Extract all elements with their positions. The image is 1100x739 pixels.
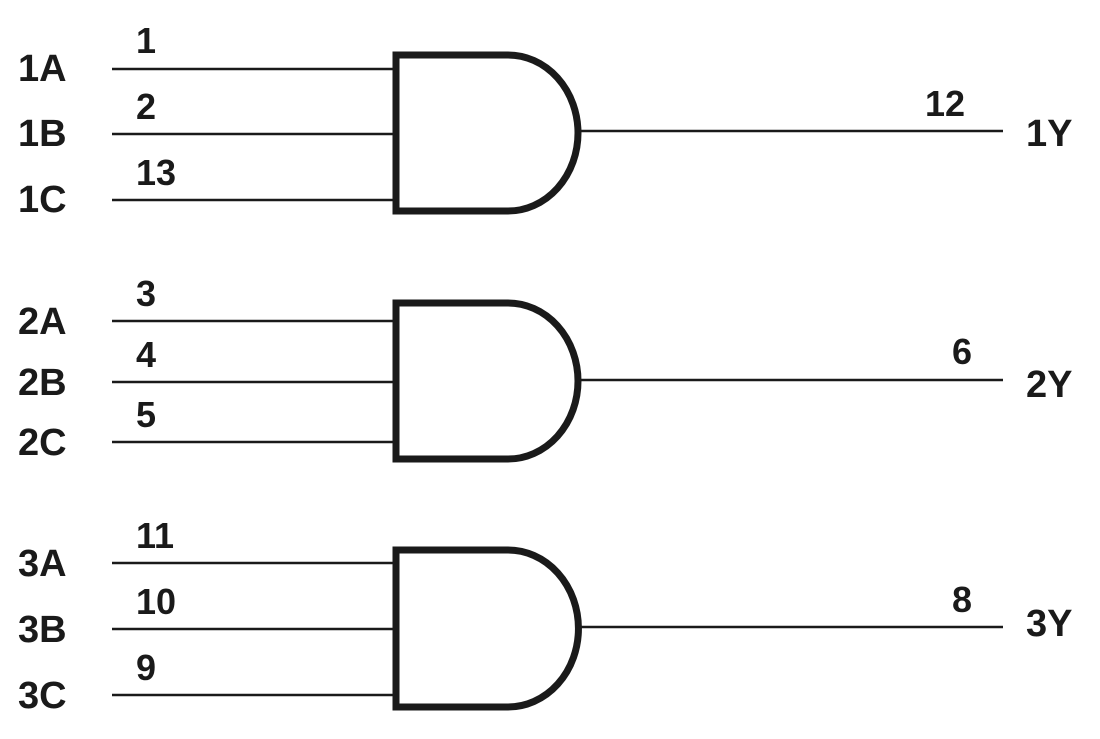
signal-label-1c: 1C: [18, 179, 67, 221]
and-gate-symbol: [392, 51, 582, 215]
pin-number-2y: 6: [952, 331, 972, 372]
pin-number-1c: 13: [136, 152, 176, 193]
pin-number-1a: 1: [136, 20, 156, 61]
pin-number-3c: 9: [136, 647, 156, 688]
signal-label-2a: 2A: [18, 301, 67, 343]
signal-label-2c: 2C: [18, 422, 67, 464]
and-gate-1: 1A 1B 1C 1 2 13 12 1Y: [18, 20, 1072, 221]
pin-number-2b: 4: [136, 334, 156, 375]
signal-label-3y: 3Y: [1026, 603, 1072, 645]
signal-label-1y: 1Y: [1026, 113, 1072, 155]
pin-number-2a: 3: [136, 273, 156, 314]
signal-label-2y: 2Y: [1026, 364, 1072, 406]
signal-label-1b: 1B: [18, 113, 67, 155]
and-gate-2: 2A 2B 2C 3 4 5 6 2Y: [18, 273, 1072, 464]
pin-number-2c: 5: [136, 394, 156, 435]
pin-number-1b: 2: [136, 86, 156, 127]
signal-label-3c: 3C: [18, 675, 67, 717]
and-gate-3: 3A 3B 3C 11 10 9 8 3Y: [18, 515, 1072, 717]
pin-number-1y: 12: [925, 83, 965, 124]
signal-label-3a: 3A: [18, 543, 67, 585]
pin-number-3b: 10: [136, 581, 176, 622]
signal-label-3b: 3B: [18, 609, 67, 651]
pin-number-3a: 11: [136, 515, 174, 556]
signal-label-1a: 1A: [18, 48, 67, 90]
pin-number-3y: 8: [952, 579, 972, 620]
signal-label-2b: 2B: [18, 362, 67, 404]
and-gate-symbol: [392, 299, 582, 463]
and-gate-symbol: [392, 546, 582, 711]
